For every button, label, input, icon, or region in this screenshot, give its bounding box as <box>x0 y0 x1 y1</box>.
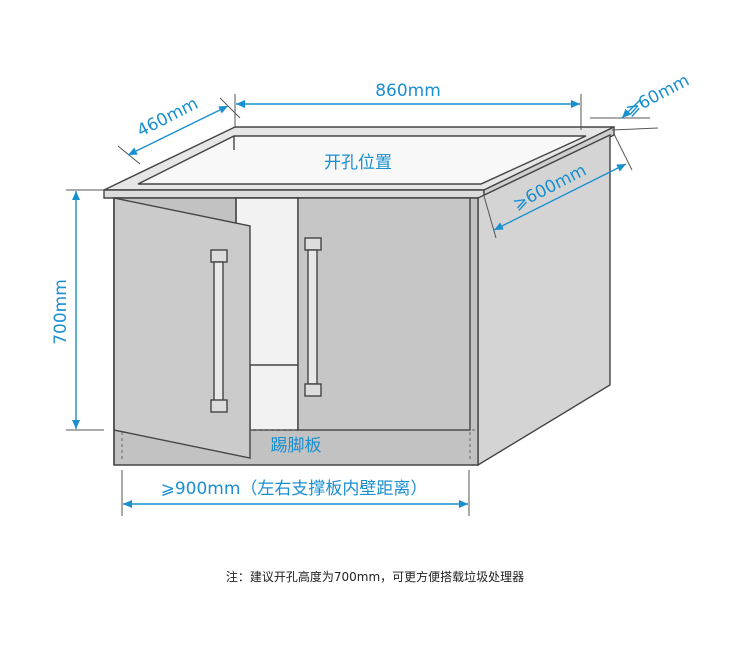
footnote: 注：建议开孔高度为700mm，可更方便搭载垃圾处理器 <box>225 570 525 584</box>
cabinet-body <box>113 133 611 467</box>
right-handle-top-bracket <box>304 237 322 251</box>
kickboard-label: 踢脚板 <box>271 436 322 456</box>
clearance-rear-label: ⩾60mm <box>622 71 692 121</box>
left-handle-top-bracket <box>210 249 228 263</box>
right-handle-bottom-bracket <box>304 383 322 397</box>
height-label: 700mm <box>51 279 71 345</box>
width-inner-label: ⩾900mm（左右支撑板内壁距离） <box>161 479 428 499</box>
countertop-front-edge <box>103 189 485 199</box>
depth-inner-arrow <box>493 163 627 231</box>
clearance-arrow <box>621 99 641 119</box>
dimension-clearance-rear: ⩾60mm <box>590 71 693 131</box>
left-door-open[interactable] <box>113 197 251 459</box>
dimension-width-top: 860mm <box>234 81 582 130</box>
opening-label: 开孔位置 <box>324 153 392 173</box>
depth-top-label: 460mm <box>134 94 202 142</box>
width-top-label: 860mm <box>375 81 441 101</box>
dimension-height: 700mm <box>51 189 104 431</box>
right-handle-bar[interactable] <box>307 249 318 385</box>
left-handle-bar[interactable] <box>213 261 224 403</box>
left-handle-bottom-bracket <box>210 399 228 413</box>
depth-top-arrow <box>127 105 229 156</box>
right-door[interactable] <box>297 197 471 431</box>
dimension-width-inner: ⩾900mm（左右支撑板内壁距离） <box>121 470 470 516</box>
